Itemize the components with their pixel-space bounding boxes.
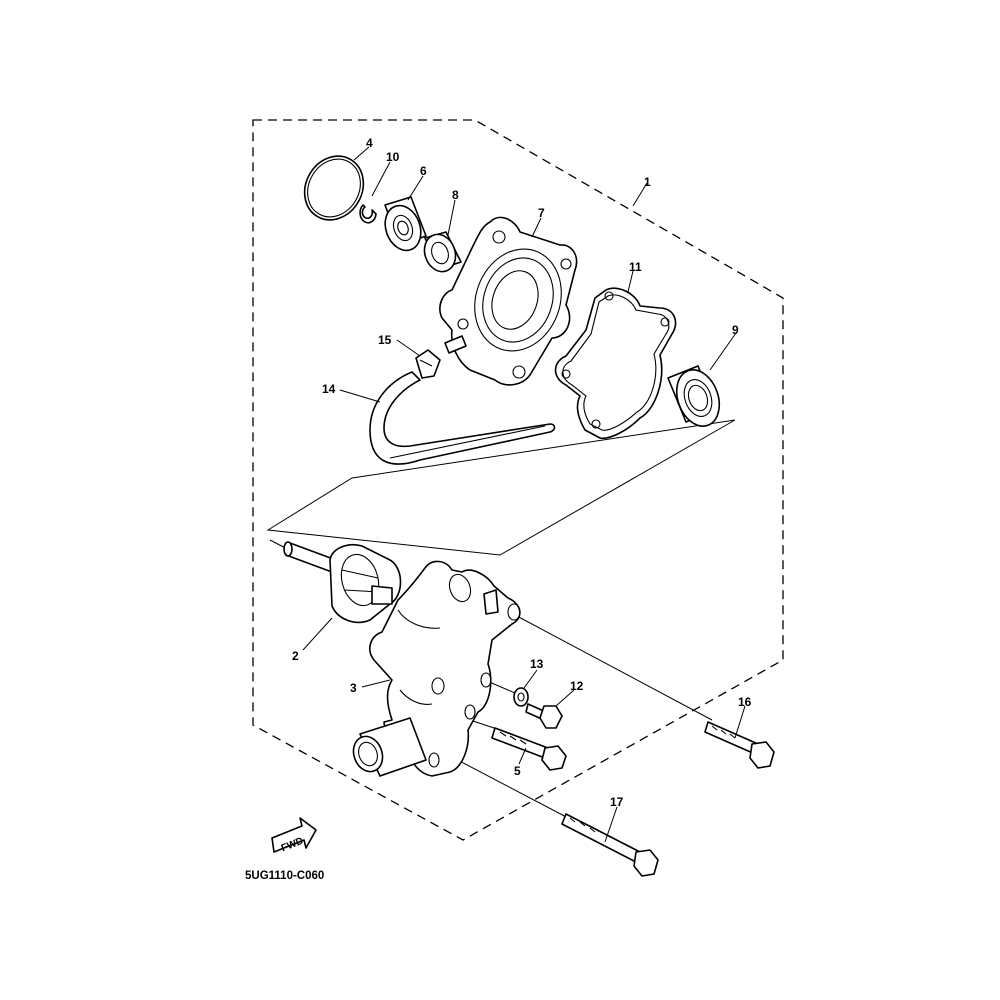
callout-9: 9	[732, 323, 739, 337]
callout-10: 10	[386, 150, 400, 164]
hose-clamp	[415, 349, 441, 379]
fwd-arrow-icon: FWD	[271, 817, 317, 854]
callout-3: 3	[350, 681, 357, 695]
circlip	[359, 204, 377, 224]
pump-housing	[352, 560, 521, 777]
bolt-short	[525, 703, 563, 729]
o-ring	[303, 155, 365, 221]
hose	[369, 371, 556, 465]
callout-16: 16	[738, 695, 752, 709]
impeller	[283, 541, 402, 624]
callout-leaders	[302, 146, 746, 843]
bolt-long	[704, 721, 775, 769]
oil-seal	[423, 231, 462, 273]
housing-cover	[439, 216, 578, 386]
gasket	[554, 287, 677, 440]
callout-2: 2	[292, 649, 299, 663]
callout-12: 12	[570, 679, 584, 693]
mechanical-seal	[667, 365, 721, 427]
callout-14: 14	[322, 382, 336, 396]
callout-1: 1	[644, 175, 651, 189]
assembly-boundary	[252, 119, 784, 841]
bearing	[384, 196, 427, 252]
callout-13: 13	[530, 657, 544, 671]
callout-11: 11	[629, 260, 642, 274]
callout-7: 7	[538, 206, 545, 220]
callout-4: 4	[366, 136, 373, 150]
callout-6: 6	[420, 164, 427, 178]
bolt-medium	[491, 727, 567, 771]
bolt-extra-long	[561, 813, 659, 877]
callout-15: 15	[378, 333, 392, 347]
callout-5: 5	[514, 764, 521, 778]
callout-17: 17	[610, 795, 624, 809]
washer	[513, 687, 529, 707]
diagram-code: 5UG1110-C060	[245, 870, 324, 882]
callout-8: 8	[452, 188, 459, 202]
